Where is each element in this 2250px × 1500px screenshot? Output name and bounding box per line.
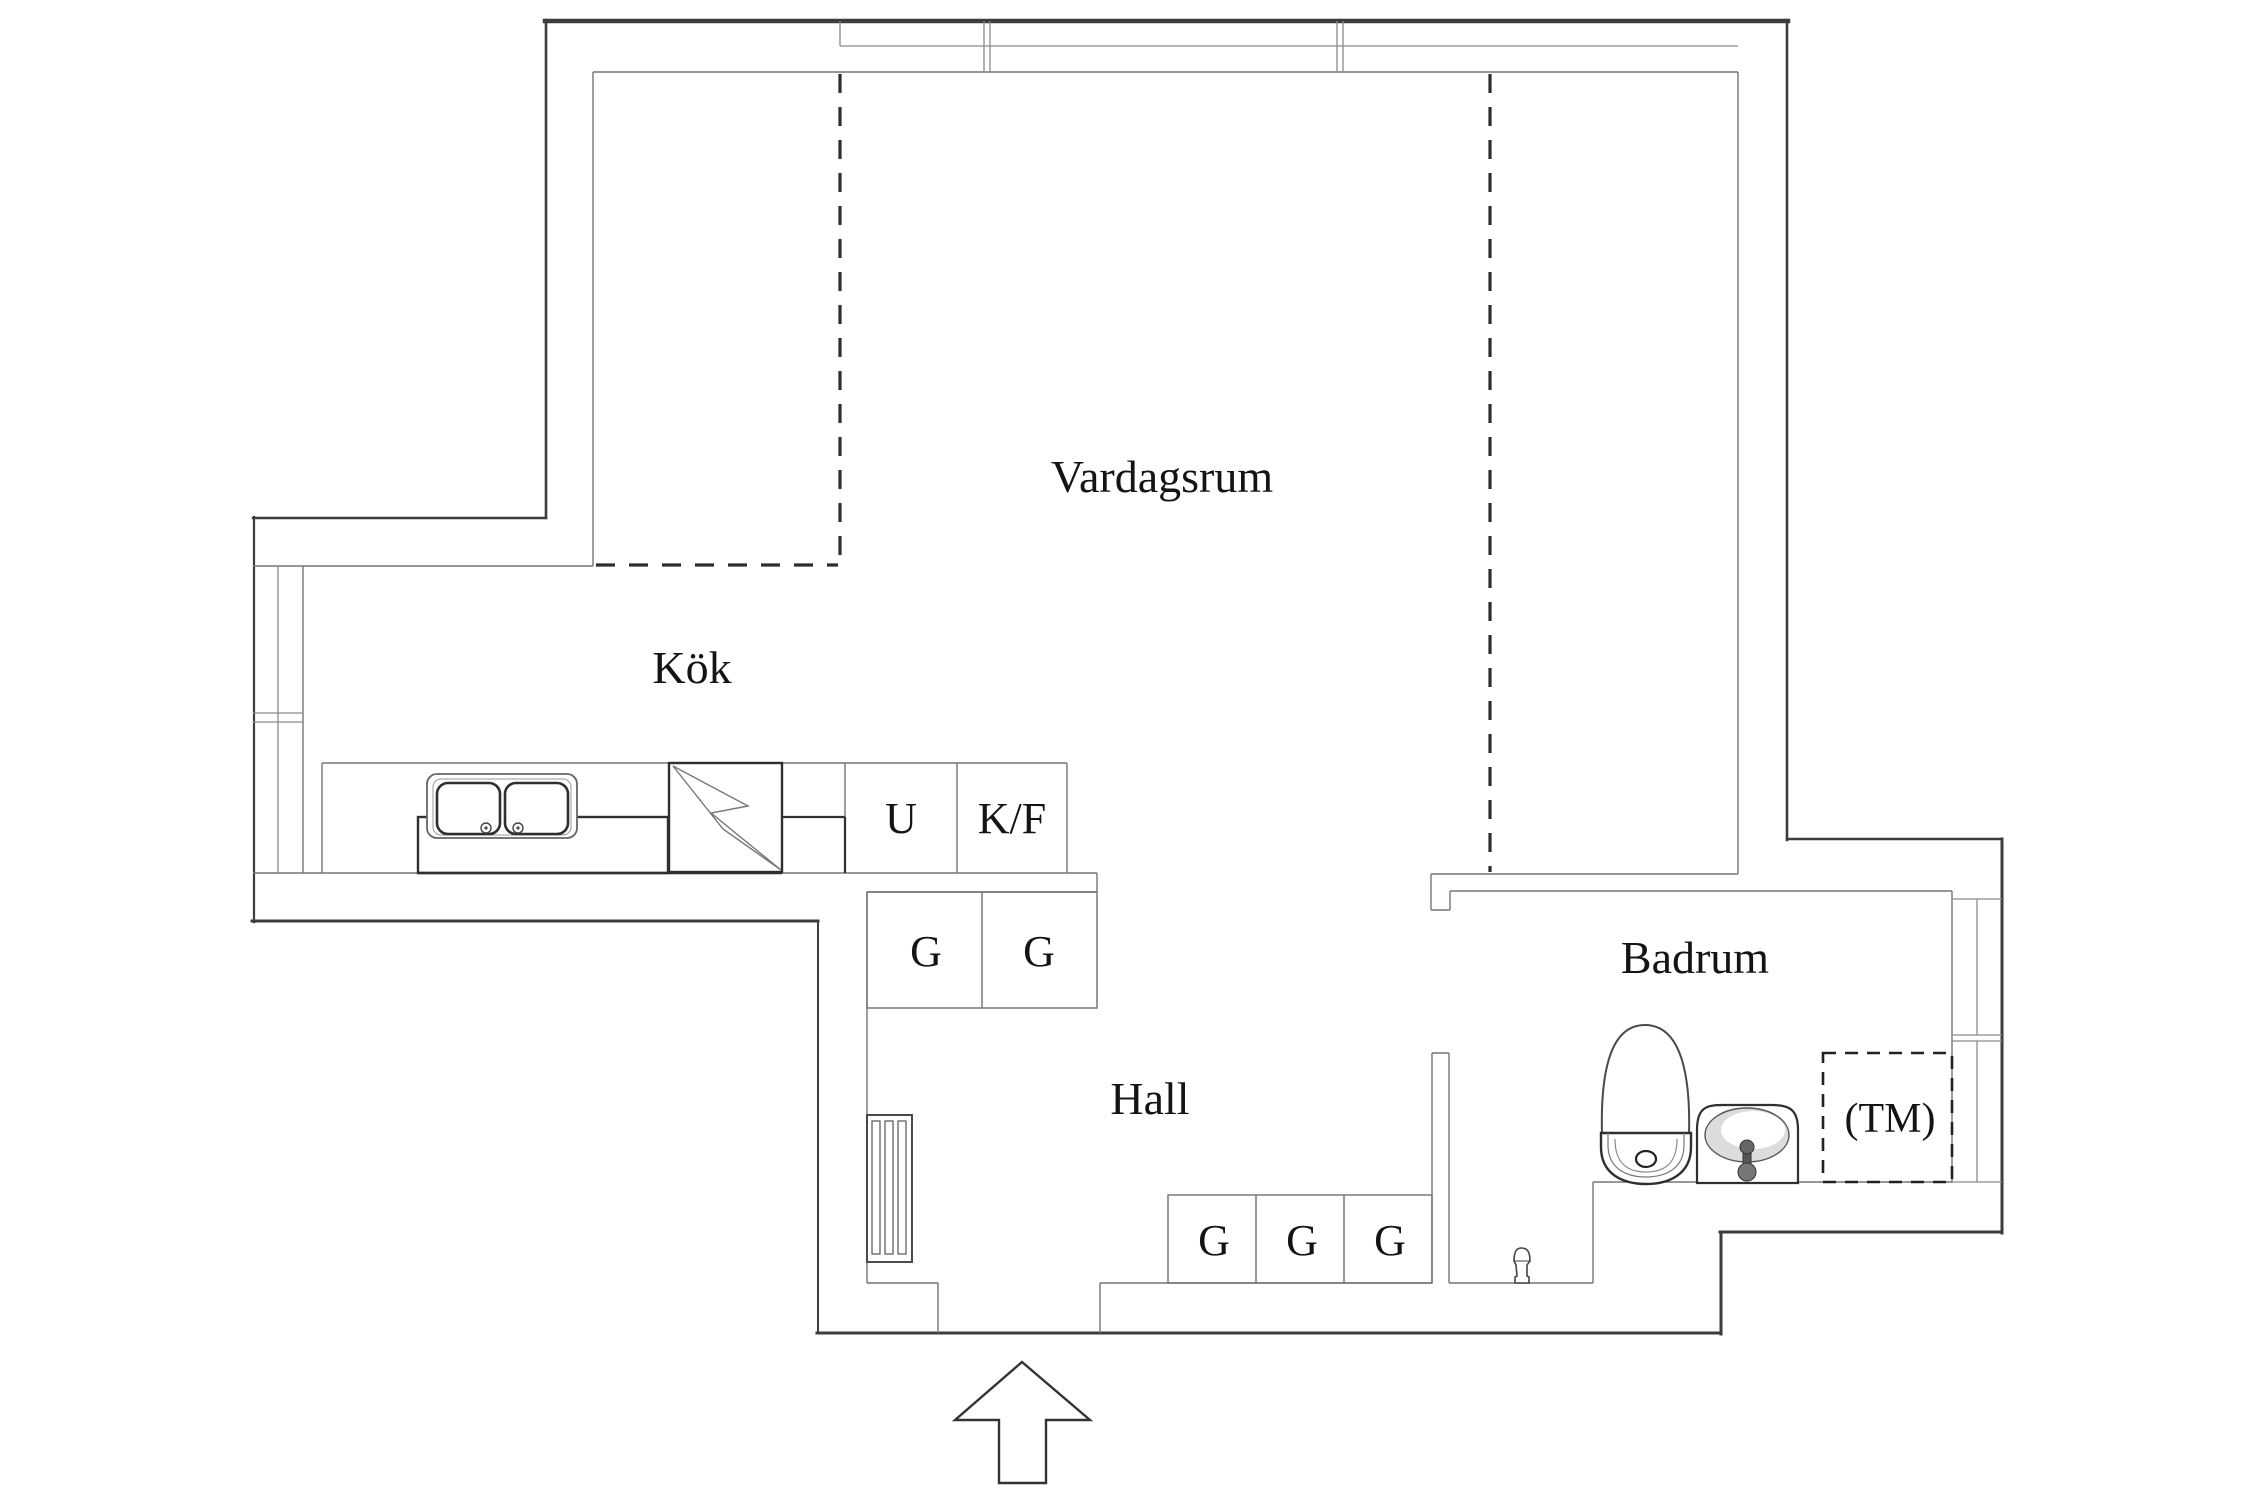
wardrobes [866, 891, 1433, 1284]
label-wardrobe-2: G [1023, 927, 1055, 976]
stove-lightning-bolt [672, 765, 782, 871]
bath-sink-faucet-top [1739, 1139, 1755, 1155]
kitchen-sink-icon [426, 773, 578, 839]
window-left-wall [253, 566, 303, 873]
window-bathroom-wall [1952, 898, 2002, 1183]
toilet-tank [1600, 1023, 1691, 1136]
window-bath-mullion [1952, 1034, 2002, 1042]
wardrobe-row2-dividers [1255, 1195, 1345, 1283]
toilet-flush [1634, 1149, 1658, 1169]
stove-icon [667, 761, 784, 874]
window-top-mullion-2 [1336, 21, 1344, 72]
open-boundary-dashed [596, 74, 1492, 872]
windows [253, 21, 2002, 1183]
outer-walls [250, 18, 2004, 1336]
window-left-mullion [253, 712, 303, 723]
bath-sink-faucet-base [1737, 1162, 1757, 1182]
small-cabinet-right-of-stove [782, 815, 847, 873]
label-wardrobe-4: G [1286, 1216, 1318, 1265]
bathroom-sink-icon [1695, 1103, 1800, 1185]
toilet-icon [1599, 1023, 1693, 1186]
bath-sink-bowl-highlight [1721, 1111, 1785, 1149]
label-wardrobe-5: G [1374, 1216, 1406, 1265]
label-kitchen: Kök [652, 642, 731, 693]
entrance-arrow-icon [951, 1360, 1094, 1485]
wardrobe-box-row2 [1167, 1194, 1433, 1284]
toilet-bowl-inner [1607, 1133, 1685, 1178]
label-living-room: Vardagsrum [1051, 451, 1273, 502]
label-bathroom: Badrum [1621, 932, 1769, 983]
window-top-wall [839, 21, 1738, 72]
label-wardrobe-1: G [910, 927, 942, 976]
radiator-icon [866, 1114, 913, 1263]
label-hall: Hall [1110, 1073, 1189, 1124]
window-top-mullion-1 [983, 21, 991, 72]
floor-drain-icon [1513, 1247, 1531, 1284]
toilet-seat-arc [1614, 1138, 1678, 1173]
label-washing-machine: (TM) [1845, 1096, 1936, 1142]
label-fridge-freezer: K/F [978, 794, 1046, 843]
label-wardrobe-3: G [1198, 1216, 1230, 1265]
label-oven: U [885, 794, 917, 843]
washing-machine-outline [1821, 1051, 1954, 1184]
